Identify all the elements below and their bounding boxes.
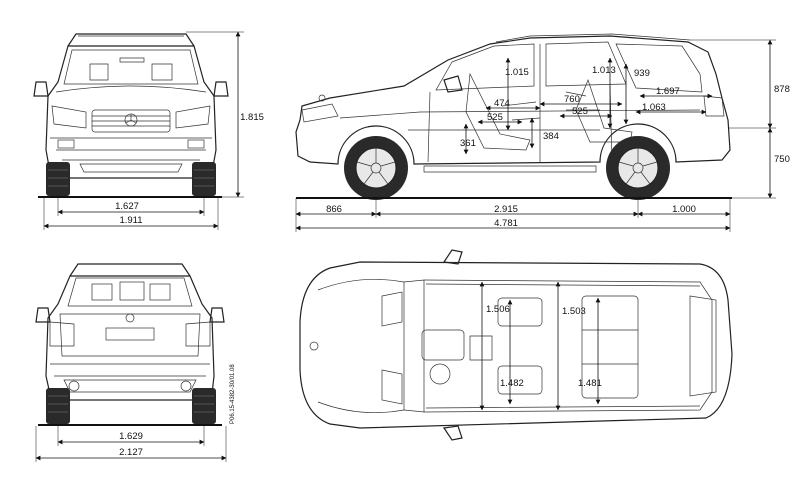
shoulder-front-label: 1.506 [486, 304, 510, 315]
hood-vent-right [381, 369, 403, 405]
left-headlight [51, 105, 87, 129]
rear-view: 1.629 2.127 P06.15-4382-30/01.08 [35, 263, 236, 462]
rear-width-label: 2.127 [119, 447, 143, 458]
wheelbase-label: 2.915 [494, 204, 518, 215]
rear-brand-star-icon [125, 313, 135, 323]
rear-track-label: 1.629 [119, 431, 143, 442]
front-view: 1.627 1.911 1.815 [33, 31, 264, 230]
shoulder-rear-label: 1.503 [562, 306, 586, 317]
hood-star-icon [309, 341, 319, 351]
hip-rear-label: 1.481 [578, 378, 602, 389]
left-tail-light [49, 321, 75, 347]
side-headlight [301, 103, 339, 123]
overall-length-label: 4.781 [494, 218, 518, 229]
license-plate [105, 327, 155, 341]
front-left-tyre [46, 162, 70, 196]
upper-height-label: 878 [774, 84, 790, 95]
front-seat [465, 72, 531, 151]
rear-left-tyre [46, 388, 70, 424]
drawing-code: P06.15-4382-30/01.08 [230, 364, 236, 424]
right-mirror-icon [213, 81, 229, 97]
hood-vent-left [381, 291, 403, 327]
seat-height-front-label: 361 [460, 138, 476, 149]
rear-overhang-label: 1.000 [672, 204, 696, 215]
right-exhaust-icon [180, 380, 192, 392]
side-tail-light [703, 95, 725, 117]
load-length-label: 1.697 [656, 86, 680, 97]
front-track-label: 1.627 [115, 201, 139, 212]
front-width-label: 1.911 [119, 215, 142, 226]
left-mirror-icon [33, 81, 49, 97]
front-overhang-label: 866 [326, 204, 342, 215]
side-mirror-icon [443, 75, 463, 93]
top-left-mirror-icon [442, 249, 463, 265]
headroom-front-label: 1.015 [505, 67, 529, 78]
vehicle-height-label: 1.815 [240, 112, 264, 123]
load-height-label: 939 [634, 68, 650, 79]
rear-right-tyre [192, 388, 216, 424]
top-front-right-seat [497, 297, 543, 327]
headroom-rear-label: 1.013 [592, 65, 616, 76]
top-rear-seat [581, 295, 639, 399]
front-right-tyre [192, 162, 216, 196]
seat-depth-front-label: 525 [487, 112, 503, 123]
seat-height-rear-label: 384 [543, 131, 559, 142]
hip-front-label: 1.482 [500, 378, 524, 389]
seat-depth-rear-label: 525 [572, 106, 588, 117]
top-right-mirror-icon [442, 425, 463, 441]
legroom-rear-label: 760 [564, 94, 580, 105]
load-width-label: 1.063 [642, 102, 666, 113]
right-tail-light [185, 321, 211, 347]
right-headlight [175, 105, 211, 129]
steering-wheel-icon [429, 363, 451, 385]
lower-height-label: 750 [774, 154, 790, 165]
rear-left-mirror-icon [35, 307, 51, 323]
rear-right-mirror-icon [209, 307, 225, 323]
legroom-front-label: 474 [494, 98, 510, 109]
top-front-left-seat [421, 329, 465, 361]
left-exhaust-icon [68, 380, 80, 392]
side-view: 1.015 1.013 939 361 384 474 525 760 525 … [295, 33, 790, 232]
top-view: 1.506 1.503 1.482 1.481 [299, 249, 733, 441]
